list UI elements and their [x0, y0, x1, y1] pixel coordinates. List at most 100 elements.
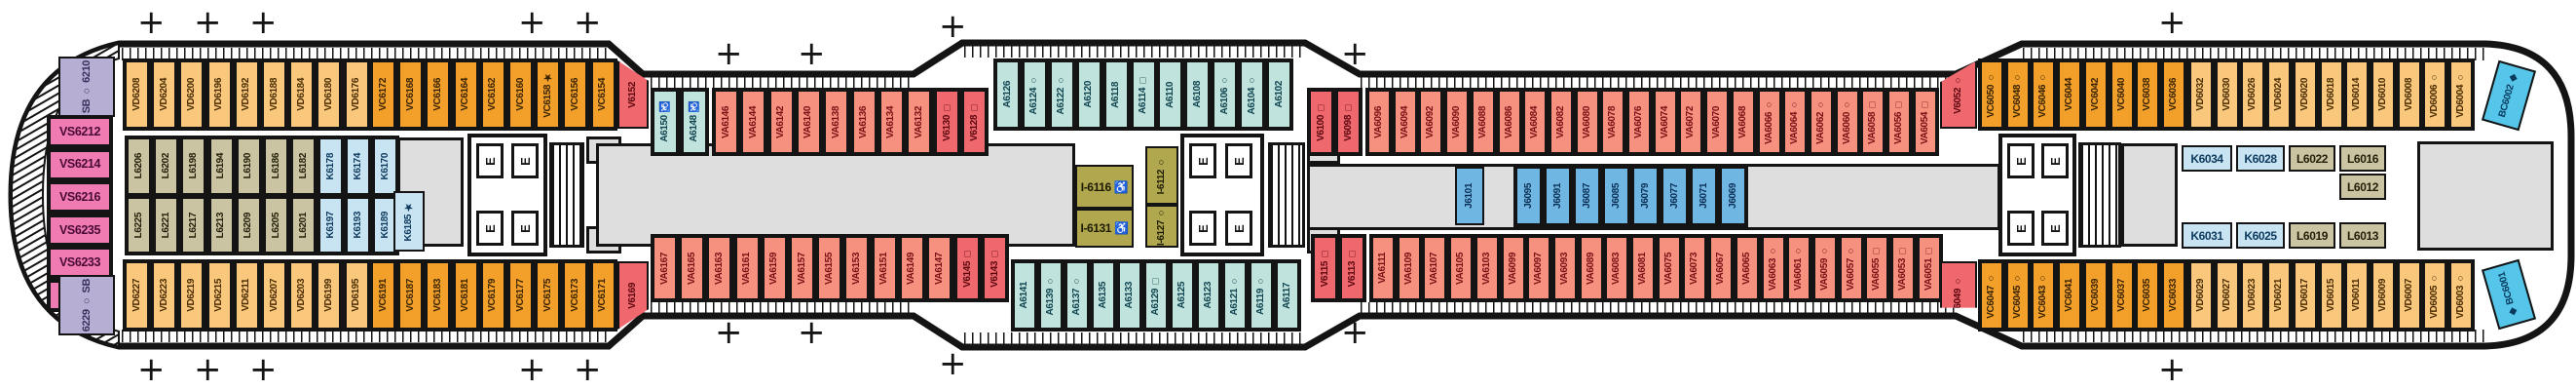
cabin-label: V6130 □ [941, 102, 952, 141]
cabin-label: A6141 [1019, 282, 1029, 309]
cabin-VA6073: VA6073 [1683, 236, 1707, 300]
cabin-label: VA6056 □ [1893, 99, 1904, 144]
cabin-label: VA6149 [906, 252, 917, 285]
cabin-VC6037: VC6037 [2109, 261, 2134, 330]
cabin-label: VA6081 [1637, 252, 1648, 285]
cabin-label: A6120 [1083, 81, 1095, 108]
cabin-VD6003: VD6003 ○ [2449, 261, 2473, 330]
cabin-label: VA6083 [1611, 252, 1623, 285]
cabin-label: VA6136 [858, 105, 869, 138]
cabin-label: L6019 [2296, 228, 2329, 243]
cabin-VA6053: VA6053 □ [1891, 236, 1915, 300]
forward-elevator-lobby-elevator-1: E [511, 143, 539, 178]
plus-marker-2: + [249, 3, 278, 42]
cabin-VD6010: VD6010 [2371, 60, 2395, 129]
cabin-label: VC6172 [377, 78, 389, 111]
cabin-label: A6125 [1176, 282, 1187, 309]
mid-elevator-lobby-elevator-3: E [1225, 211, 1252, 246]
cabin-A6124: A6124 ○ [1022, 60, 1047, 129]
cabin-VA6099: VA6099 [1501, 236, 1525, 300]
cabin-label: J6095 [1522, 183, 1534, 209]
cabin-label: VC6038 [2142, 78, 2153, 111]
plus-marker-5: + [715, 34, 743, 73]
cabin-label: VD6027 [2221, 279, 2232, 312]
plus-marker-10: + [137, 350, 166, 389]
cabin-VD6011: VD6011 [2345, 261, 2370, 330]
forward-elevator-lobby-elevator-3: E [511, 211, 539, 246]
elevator-icon: E [2013, 223, 2029, 233]
aft-elevator-lobby-elevator-1: E [2041, 143, 2069, 178]
cabin-VS6212: VS6212 [49, 117, 111, 146]
cabin-label: VA6080 [1581, 105, 1592, 138]
cabin-label: I-6127 ○ [1156, 207, 1167, 246]
cabin-K6197: K6197 [318, 197, 343, 254]
cabin-VA6063: VA6063 ○ [1761, 236, 1785, 300]
cabin-label: VD6023 [2247, 279, 2259, 312]
cabin-label: VD6195 [351, 279, 362, 312]
plus-marker-7: + [939, 7, 967, 46]
cabin-VC6154: VC6154 [590, 60, 616, 129]
cabin-label: VD6215 [213, 279, 225, 312]
cabin-A6133: A6133 [1118, 261, 1141, 330]
cabin-VD6009: VD6009 [2371, 261, 2395, 330]
cabin-label: A6119 ○ [1255, 276, 1266, 315]
cabin-VA6159: VA6159 [762, 236, 787, 300]
cabin-label: VA6093 [1558, 252, 1570, 285]
cabin-label: V6169 [627, 282, 638, 309]
cabin-VA6093: VA6093 [1552, 236, 1577, 300]
cabin-VA6059: VA6059 ○ [1812, 236, 1837, 300]
cabin-label: VC6050 ○ [1986, 71, 1997, 118]
cabin-VA6065: VA6065 [1735, 236, 1759, 300]
cabin-label: VA6155 [823, 252, 835, 285]
cabin-label: V6100 □ [1315, 102, 1326, 141]
balcony-ticks-0 [122, 48, 609, 60]
cabin-label: VA6090 [1451, 105, 1463, 138]
cabin-VA6068: VA6068 [1731, 90, 1755, 154]
cabin-label: K6031 [2190, 228, 2223, 243]
cabin-J6071: J6071 [1691, 167, 1717, 225]
cabin-VD6008: VD6008 [2397, 60, 2421, 129]
cabin-label: V6098 □ [1342, 102, 1354, 141]
cabin-label: K6193 [352, 212, 363, 239]
cabin-V6052: V6052 ○ [1940, 60, 1977, 129]
cabin-L6013: L6013 [2339, 222, 2386, 249]
cabin-label: L6221 [160, 212, 171, 239]
cabin-K6028: K6028 [2236, 145, 2285, 172]
cabin-VC6158: VC6158 ★ [536, 60, 561, 129]
cabin-label: VD6223 [158, 279, 169, 312]
balcony-ticks-4 [2023, 48, 2488, 60]
cabin-label: VD6005 ○ [2429, 272, 2441, 319]
balcony-ticks-2 [964, 45, 1305, 58]
cabin-VD6015: VD6015 [2319, 261, 2343, 330]
cabin-VC6166: VC6166 [426, 60, 451, 129]
cabin-VD6188: VD6188 [262, 60, 286, 129]
cabin-VA6146: VA6146 [714, 90, 738, 154]
elevator-icon: E [1231, 223, 1247, 233]
cabin-VA6076: VA6076 [1627, 90, 1651, 154]
cabin-label: VC6191 [377, 279, 389, 312]
cabin-VD6006: VD6006 ○ [2423, 60, 2447, 129]
aft-elevator-lobby-elevator-0: E [2007, 143, 2035, 178]
cabin-label: A6126 [1001, 81, 1013, 108]
cabin-VA6105: VA6105 [1449, 236, 1474, 300]
cabin-VA6054: VA6054 □ [1913, 90, 1937, 154]
cabin-VC6038: VC6038 [2136, 60, 2160, 129]
cabin-L6012: L6012 [2339, 174, 2386, 200]
elevator-icon: E [1195, 156, 1211, 166]
cabin-VD6029: VD6029 [2189, 261, 2213, 330]
cabin-label: V6115 □ [1319, 249, 1330, 288]
cabin-label: VC6187 [404, 279, 416, 312]
cabin-label: VA6086 [1503, 105, 1514, 138]
cabin-label: A6129 □ [1150, 275, 1161, 316]
cabin-label: VD6017 [2298, 279, 2310, 312]
cabin-label: L6012 [2346, 179, 2379, 194]
cabin-A6120: A6120 [1076, 60, 1101, 129]
cabin-VC6035: VC6035 [2136, 261, 2160, 330]
cabin-V6152: V6152 [617, 60, 649, 129]
cabin-VD6184: VD6184 [289, 60, 315, 129]
cabin-SB6210: SB ○ 6210 [58, 57, 115, 117]
cabin-VC6039: VC6039 [2083, 261, 2108, 330]
cabin-label: VC6173 [569, 279, 580, 312]
cabin-label: VA6132 [913, 105, 924, 138]
